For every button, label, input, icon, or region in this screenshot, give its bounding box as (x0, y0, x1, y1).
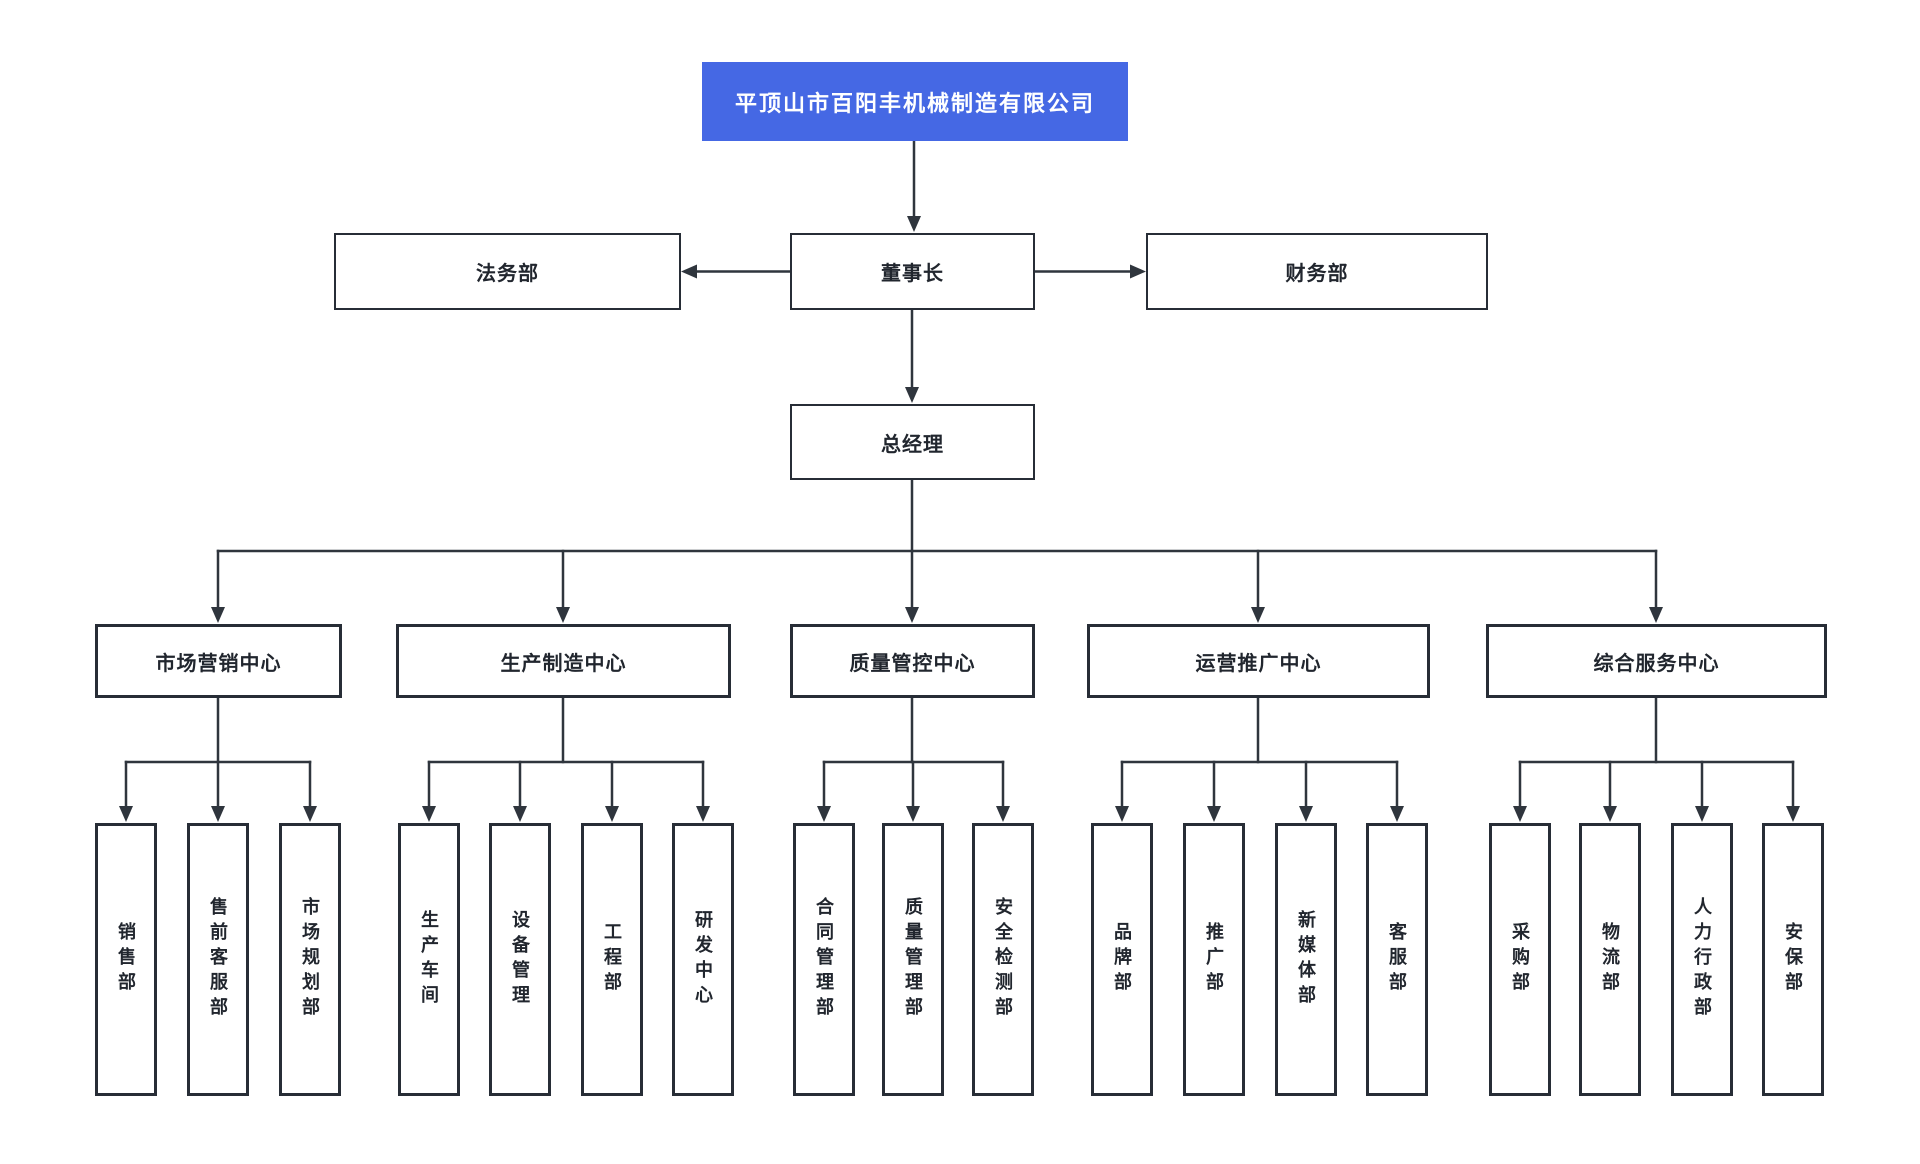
node-label: 安保部 (1783, 922, 1803, 997)
node-label: 财务部 (1285, 263, 1349, 285)
node-finance-dept: 财务部 (1146, 233, 1488, 310)
node-label: 质量管理部 (903, 897, 923, 1022)
node-label: 售前客服部 (208, 897, 228, 1022)
node-engineering-dept: 工程部 (581, 823, 643, 1096)
node-quality-management-dept: 质量管理部 (882, 823, 944, 1096)
node-label: 董事长 (881, 263, 944, 285)
node-brand-dept: 品牌部 (1091, 823, 1153, 1096)
node-equipment-management: 设备管理 (489, 823, 551, 1096)
node-label: 质量管控中心 (849, 652, 976, 675)
node-label: 平顶山市百阳丰机械制造有限公司 (734, 90, 1095, 116)
node-label: 客服部 (1387, 922, 1407, 997)
connector-production-children (422, 696, 710, 822)
connector-quality-children (817, 696, 1010, 822)
node-label: 总经理 (881, 433, 944, 456)
node-chairman: 董事长 (790, 233, 1035, 310)
node-logistics-dept: 物流部 (1579, 823, 1641, 1096)
node-contract-management-dept: 合同管理部 (793, 823, 855, 1096)
node-label: 销售部 (116, 922, 136, 997)
node-security-dept: 安保部 (1762, 823, 1824, 1096)
node-label: 设备管理 (510, 909, 530, 1010)
node-label: 市场规划部 (300, 897, 320, 1022)
connector-services-children (1513, 696, 1800, 822)
node-label: 研发中心 (693, 909, 713, 1010)
node-label: 生产制造中心 (500, 652, 627, 675)
node-sales-dept: 销售部 (95, 823, 157, 1096)
node-label: 运营推广中心 (1195, 652, 1322, 675)
node-label: 物流部 (1600, 922, 1620, 997)
node-label: 工程部 (602, 922, 622, 997)
node-label: 人力行政部 (1692, 897, 1712, 1022)
node-production-center: 生产制造中心 (396, 624, 731, 698)
connector-chairman-to-finance (1033, 264, 1146, 279)
connector-gm-to-centers (211, 478, 1663, 623)
node-label: 推广部 (1204, 922, 1224, 997)
node-market-planning-dept: 市场规划部 (279, 823, 341, 1096)
connector-root-to-chairman (907, 139, 921, 232)
node-label: 市场营销中心 (155, 652, 282, 675)
node-promotion-dept: 推广部 (1183, 823, 1245, 1096)
node-label: 法务部 (476, 263, 539, 285)
node-presales-service-dept: 售前客服部 (187, 823, 249, 1096)
connector-operations-children (1115, 696, 1404, 822)
node-label: 采购部 (1510, 922, 1530, 997)
node-production-workshop: 生产车间 (398, 823, 460, 1096)
connector-chairman-to-gm (905, 308, 919, 403)
node-quality-center: 质量管控中心 (790, 624, 1035, 698)
node-safety-inspection-dept: 安全检测部 (972, 823, 1034, 1096)
node-label: 品牌部 (1112, 922, 1132, 997)
node-label: 合同管理部 (814, 897, 834, 1022)
node-services-center: 综合服务中心 (1486, 624, 1827, 698)
node-marketing-center: 市场营销中心 (95, 624, 342, 698)
connector-chairman-to-legal (681, 264, 792, 279)
node-operations-center: 运营推广中心 (1087, 624, 1430, 698)
node-label: 新媒体部 (1296, 909, 1316, 1010)
node-general-manager: 总经理 (790, 404, 1035, 480)
node-rd-center: 研发中心 (672, 823, 734, 1096)
node-new-media-dept: 新媒体部 (1275, 823, 1337, 1096)
node-label: 综合服务中心 (1593, 652, 1720, 675)
node-legal-dept: 法务部 (334, 233, 681, 310)
node-procurement-dept: 采购部 (1489, 823, 1551, 1096)
node-label: 安全检测部 (993, 897, 1013, 1022)
node-company: 平顶山市百阳丰机械制造有限公司 (702, 62, 1128, 141)
node-customer-service-dept: 客服部 (1366, 823, 1428, 1096)
node-label: 生产车间 (419, 909, 439, 1010)
connector-marketing-children (119, 696, 317, 822)
node-hr-admin-dept: 人力行政部 (1671, 823, 1733, 1096)
